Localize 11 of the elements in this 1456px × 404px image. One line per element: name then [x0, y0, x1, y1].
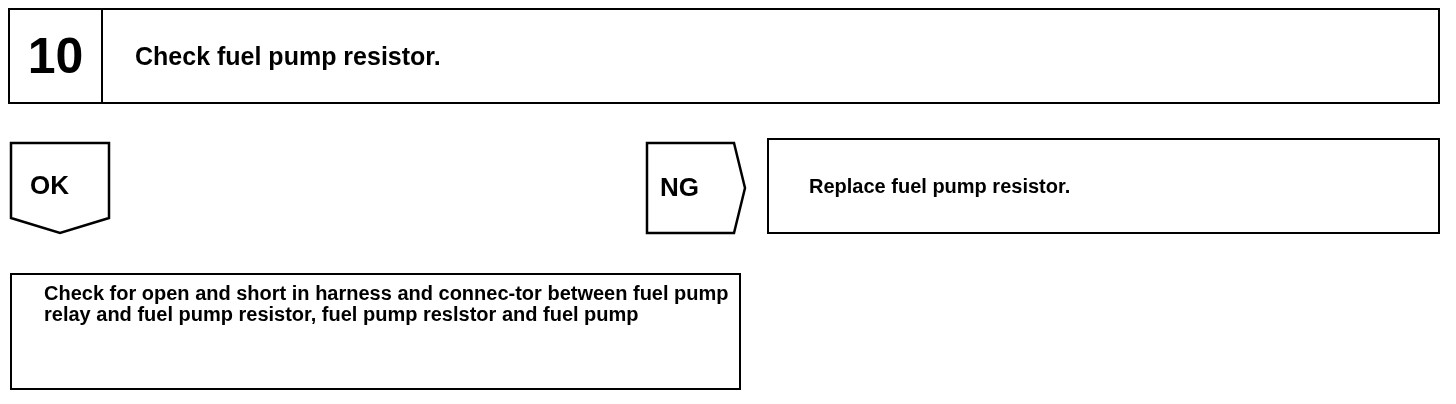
action-text: Check for open and short in harness and connec-tor between fuel pump relay and fuel pump resistor, fuel pump reslstor and fuel pump: [43, 283, 730, 325]
step-title: Check fuel pump resistor.: [134, 42, 441, 70]
action-box: [767, 138, 1440, 234]
result-tag-down: [10, 142, 110, 234]
step-header-box: [8, 8, 1440, 104]
action-box: [10, 273, 741, 390]
result-tag-right: [646, 142, 746, 234]
step-number: 10: [10, 10, 103, 102]
result-label: OK: [30, 170, 69, 201]
result-label: NG: [660, 172, 699, 203]
action-text: Replace fuel pump resistor.: [808, 175, 1071, 197]
